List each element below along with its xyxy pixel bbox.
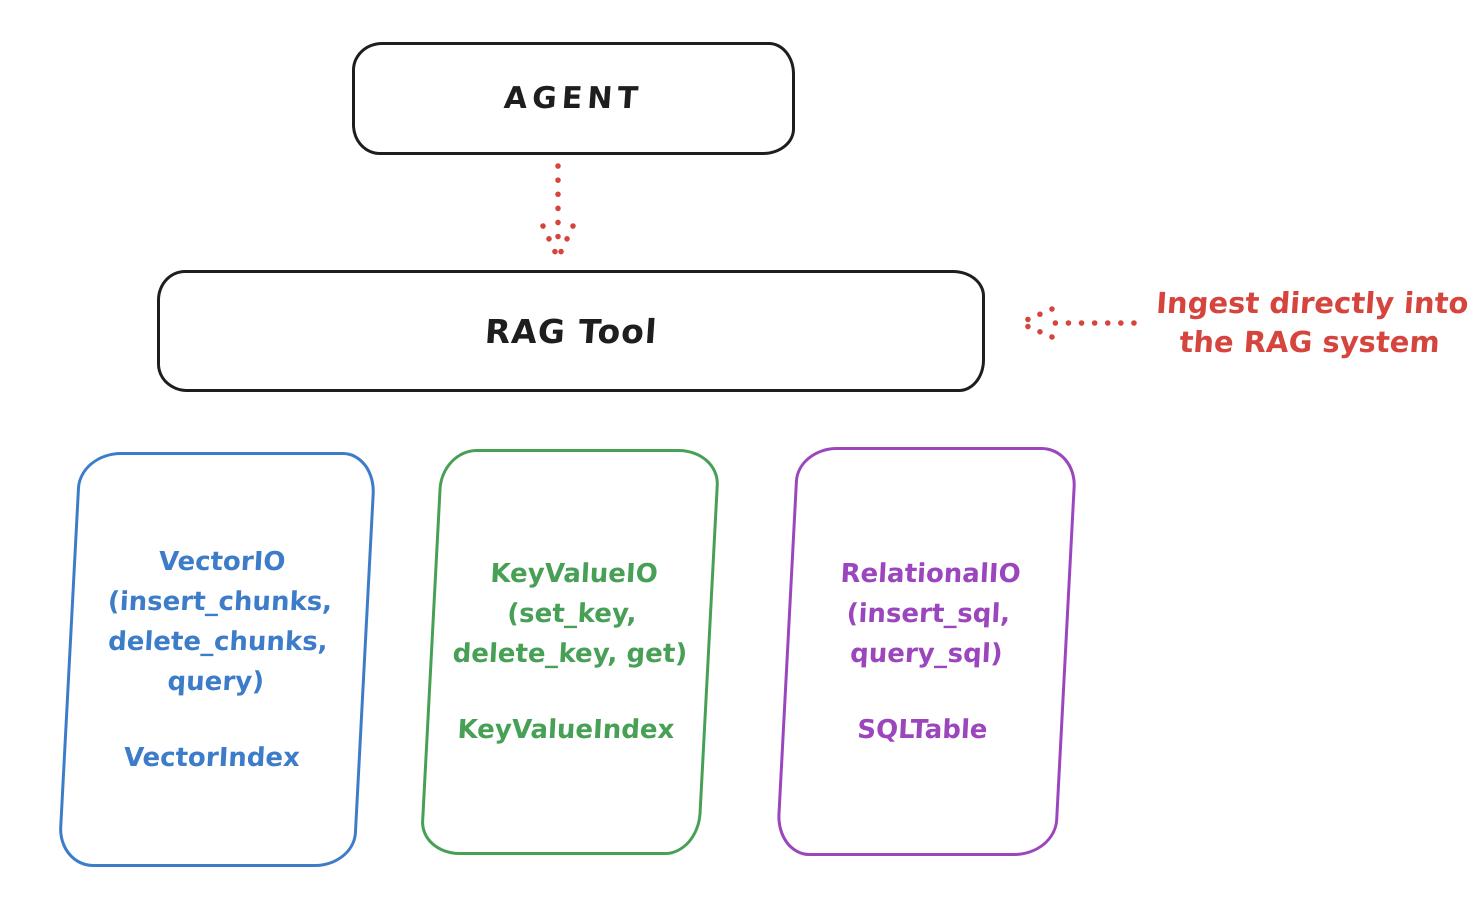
relational-io-label: RelationalIO (insert_sql, query_sql): [835, 554, 1022, 674]
annotation-ingest-note: Ingest directly into the RAG system: [1135, 284, 1484, 362]
vector-io-line-2: (insert_chunks,: [107, 586, 333, 617]
agent-box: AGENT: [352, 42, 795, 155]
rag-tool-box: RAG Tool: [157, 270, 985, 392]
rag-tool-box-label: RAG Tool: [483, 311, 659, 351]
keyvalue-io-line-2: (set_key,: [506, 599, 638, 629]
store-box-relational-io: RelationalIO (insert_sql, query_sql) SQL…: [775, 447, 1078, 856]
annotation-line-2: the RAG system: [1178, 325, 1441, 359]
relational-io-line-2: (insert_sql,: [845, 598, 1012, 629]
keyvalue-index-label: KeyValueIndex: [456, 715, 676, 745]
store-box-vector-io: VectorIO (insert_chunks, delete_chunks, …: [57, 452, 377, 867]
vector-io-label: VectorIO (insert_chunks, delete_chunks, …: [103, 542, 336, 702]
vector-io-line-1: VectorIO: [158, 546, 287, 577]
annotation-line-1: Ingest directly into: [1155, 286, 1470, 320]
keyvalue-io-line-3: delete_key, get): [451, 639, 688, 669]
agent-box-label: AGENT: [502, 81, 645, 116]
keyvalue-io-label: KeyValueIO (set_key, delete_key, get): [452, 554, 693, 674]
vector-io-line-3: delete_chunks,: [107, 626, 329, 657]
vector-io-line-4: query): [166, 666, 265, 697]
store-box-keyvalue-io: KeyValueIO (set_key, delete_key, get) Ke…: [419, 449, 721, 855]
vector-index-label: VectorIndex: [123, 742, 301, 773]
arrow-down-agent-to-ragtool-icon: [540, 163, 576, 259]
sql-table-label: SQLTable: [856, 714, 989, 745]
arrow-left-annotation-to-ragtool-icon: [1019, 306, 1137, 340]
relational-io-line-3: query_sql): [849, 638, 1004, 669]
relational-io-line-1: RelationalIO: [839, 558, 1022, 589]
keyvalue-io-line-1: KeyValueIO: [489, 559, 659, 589]
